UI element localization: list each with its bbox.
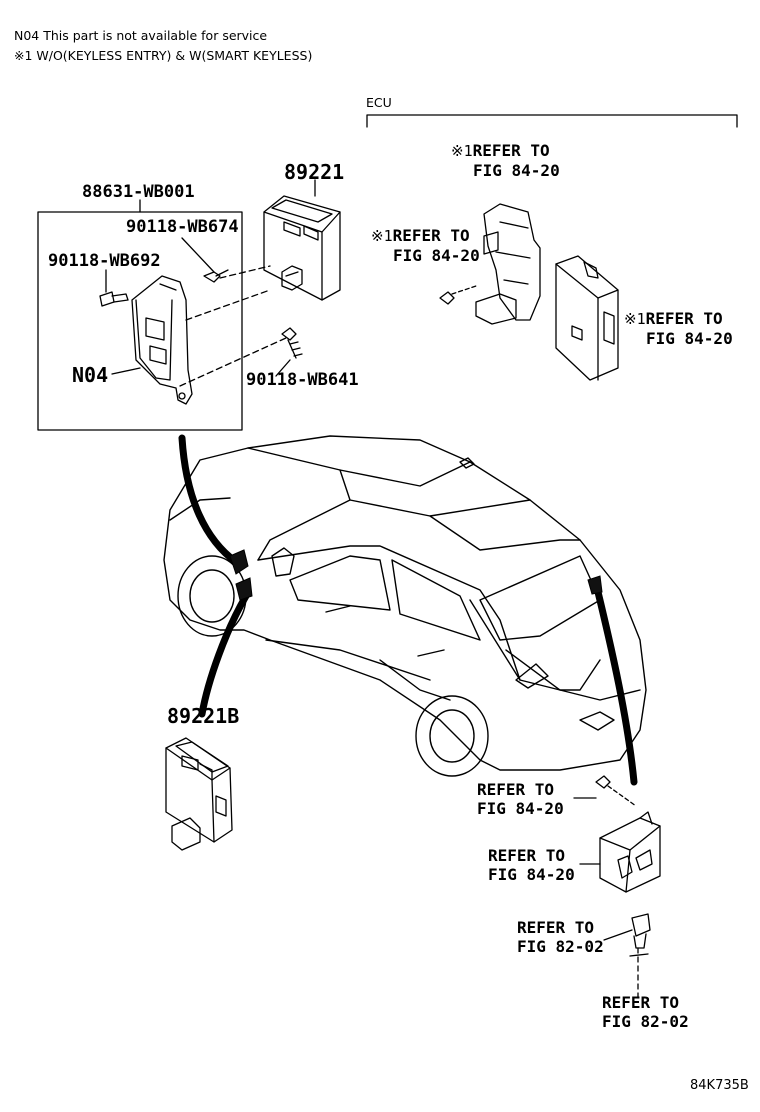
ecu-89221-drawing [263,195,341,301]
thick-leader-ecu-b [198,592,250,718]
part-88631-label: 88631-WB001 [82,182,195,202]
leader-screw-top [181,237,215,273]
note-mark: ※1 [451,142,473,160]
ref-line2: FIG 84-20 [477,799,564,818]
refer-callout-7[interactable]: REFER TO FIG 82-02 [602,993,689,1031]
part-screw-top-label: 90118-WB674 [126,217,239,237]
keyless-module-drawing [555,255,619,381]
lower-module-drawing [599,811,661,893]
note-mark: ※1 [624,310,646,328]
note-condition: ※1 W/O(KEYLESS ENTRY) & W(SMART KEYLESS) [14,48,313,63]
ref-line1: REFER TO [488,846,566,865]
ref-line2: FIG 82-02 [517,937,604,956]
ref-line2: FIG 84-20 [488,865,575,884]
leader-n04 [111,367,141,375]
ref-line1: REFER TO [645,309,723,328]
refer-callout-2[interactable]: ※1REFER TO FIG 84-20 [371,226,480,265]
lower-screw-drawing [595,775,637,807]
ref-line2: FIG 84-20 [473,161,560,180]
part-89221b-label: 89221B [167,704,240,728]
refer-callout-3[interactable]: ※1REFER TO FIG 84-20 [624,309,733,348]
screw-bottom-drawing [281,327,303,359]
ref-line1: REFER TO [517,918,595,937]
ecu-group-label: ECU [366,95,392,110]
clip-drawing [99,291,129,307]
ref-line1: REFER TO [477,780,555,799]
refer-callout-6[interactable]: REFER TO FIG 82-02 [517,918,604,956]
refer-callout-4[interactable]: REFER TO FIG 84-20 [477,780,564,818]
mount-point-rear [587,575,603,595]
refer-callout-5[interactable]: REFER TO FIG 84-20 [488,846,575,884]
ref-line2: FIG 84-20 [646,329,733,348]
leader-screw-bottom [275,359,291,377]
ref-line1: REFER TO [602,993,680,1012]
note-mark: ※1 [371,227,393,245]
diagram-code: 84K735B [690,1078,749,1093]
ref-line1: REFER TO [472,141,550,160]
screw-top-drawing [203,269,229,283]
ref-line2: FIG 84-20 [393,246,480,265]
lower-connector-drawing [629,913,651,1001]
part-n04-label: N04 [72,363,109,387]
mount-point-lower [235,577,253,601]
keyless-bracket-drawing [475,203,541,325]
mount-point-front [229,549,249,575]
leader-ref6 [603,929,633,941]
thick-leader-rear [594,588,638,786]
thick-leader-ecu [178,434,240,566]
part-clip-label: 90118-WB692 [48,251,161,271]
ref-line1: REFER TO [392,226,470,245]
bracket-assy-box [37,211,243,431]
keyless-screw-drawing [439,285,477,305]
part-screw-bottom-label: 90118-WB641 [246,370,359,390]
ref-line2: FIG 82-02 [602,1012,689,1031]
ecu-89221b-drawing [165,737,233,851]
refer-callout-1[interactable]: ※1REFER TO FIG 84-20 [451,141,560,180]
ecu-group-bracket [366,114,738,128]
bracket-n04-drawing [131,275,193,405]
note-n04: N04 This part is not available for servi… [14,28,268,43]
part-89221-label: 89221 [284,160,345,184]
